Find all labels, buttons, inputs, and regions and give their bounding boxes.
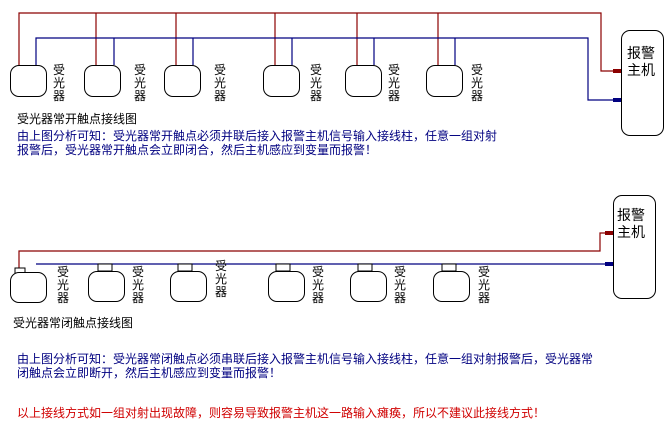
bottom-sensor-3 [170, 271, 207, 302]
top-sensor-1-label: 受光器 [52, 63, 65, 103]
bottom-caption: 受光器常闭触点接线图 [13, 316, 134, 330]
bottom-sensor-1 [10, 272, 47, 303]
top-analysis: 由上图分析可知：受光器常开触点必须并联后接入报警主机信号输入接线柱，任意一组对射… [17, 129, 498, 157]
top-sensor-6 [426, 65, 463, 97]
top-sensor-3-label: 受光器 [213, 63, 226, 103]
top-blue-wire [35, 37, 621, 101]
bottom-sensor-3-label: 受光器 [214, 259, 227, 299]
bottom-sensor-6 [433, 271, 470, 302]
top-sensor-5 [345, 65, 382, 97]
top-alarm-host [621, 30, 664, 136]
top-red-wire [18, 12, 621, 72]
bottom-sensor-2 [88, 271, 125, 302]
top-sensor-4-label: 受光器 [309, 63, 322, 103]
top-sensor-4 [263, 65, 300, 97]
bottom-sensor-5-label: 受光器 [393, 265, 406, 305]
bottom-sensor-4-label: 受光器 [311, 265, 324, 305]
top-alarm-host-label: 报警主机 [627, 46, 655, 79]
top-caption: 受光器常开触点接线图 [17, 112, 138, 126]
top-sensor-2 [84, 65, 121, 97]
bottom-sensor-4 [268, 271, 305, 302]
bottom-sensor-2-label: 受光器 [131, 265, 144, 305]
bottom-sensor-5 [350, 271, 387, 302]
bottom-alarm-host-label: 报警主机 [617, 208, 645, 241]
top-sensor-6-label: 受光器 [470, 63, 483, 103]
bottom-alarm-host [613, 195, 656, 299]
bottom-red-wire [18, 232, 613, 272]
top-blue-terminal [613, 98, 622, 102]
bottom-blue-terminal [605, 262, 614, 266]
top-red-terminal [613, 69, 622, 73]
bottom-red-terminal [605, 231, 614, 235]
top-sensor-5-label: 受光器 [387, 63, 400, 103]
bottom-sensor-1-label: 受光器 [56, 265, 69, 305]
bottom-sensor-6-label: 受光器 [477, 265, 490, 305]
top-sensor-3 [164, 65, 201, 97]
warning-text: 以上接线方式如一组对射出现故障，则容易导致报警主机这一路输入瘫痪，所以不建议此接… [17, 406, 546, 420]
bottom-analysis: 由上图分析可知：受光器常闭触点必须串联后接入报警主机信号输入接线柱，任意一组对射… [17, 352, 594, 380]
top-sensor-2-label: 受光器 [133, 63, 146, 103]
top-sensor-1 [10, 65, 47, 97]
